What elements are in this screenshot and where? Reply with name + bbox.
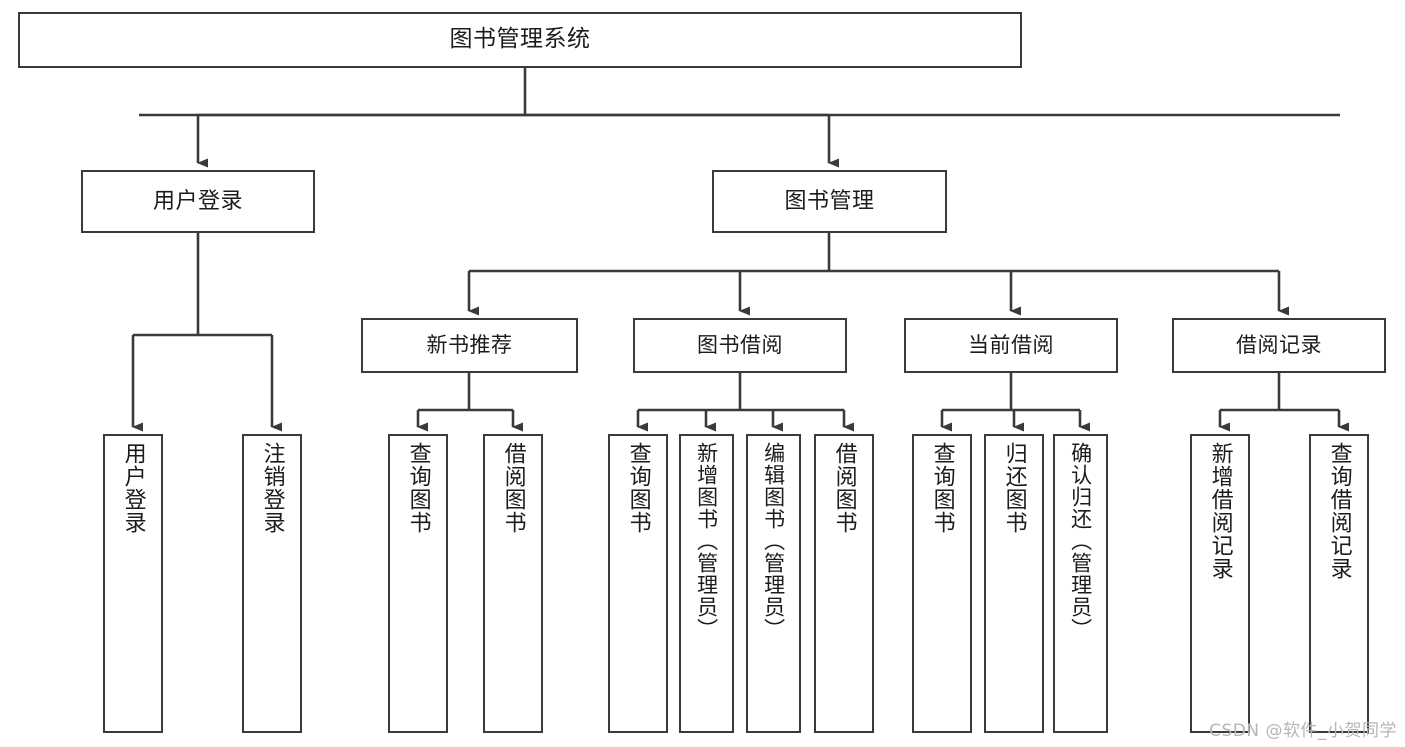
node-root-label: 图书管理系统 (449, 26, 591, 53)
node-borrow-record-label: 借阅记录 (1236, 333, 1322, 358)
node-current-borrow-label: 当前借阅 (968, 333, 1054, 358)
node-add-borrow-record[interactable]: 新增借阅记录 (1190, 434, 1250, 733)
node-new-book-recommend-label: 新书推荐 (426, 333, 513, 358)
node-query-book-current[interactable]: 查询图书 (912, 434, 972, 733)
node-return-book[interactable]: 归还图书 (984, 434, 1044, 733)
node-borrow-book-action-label: 借阅图书 (831, 442, 857, 534)
node-book-management-label: 图书管理 (784, 188, 875, 214)
node-book-borrow-label: 图书借阅 (697, 333, 783, 358)
node-book-borrow[interactable]: 图书借阅 (633, 318, 847, 373)
node-confirm-return-admin-label: 确认归还（管理员） (1068, 442, 1093, 640)
node-root[interactable]: 图书管理系统 (18, 12, 1022, 68)
node-borrow-book-action[interactable]: 借阅图书 (814, 434, 874, 733)
node-query-book-current-label: 查询图书 (929, 442, 955, 534)
node-query-borrow-record[interactable]: 查询借阅记录 (1309, 434, 1369, 733)
node-edit-book-admin[interactable]: 编辑图书（管理员） (746, 434, 801, 733)
node-user-login-action[interactable]: 用户登录 (103, 434, 163, 733)
node-query-book-borrow[interactable]: 查询图书 (608, 434, 668, 733)
node-user-logout-action[interactable]: 注销登录 (242, 434, 302, 733)
node-borrow-book-recommend-label: 借阅图书 (500, 442, 526, 534)
node-user-login-label: 用户登录 (152, 188, 243, 214)
node-query-book-borrow-label: 查询图书 (625, 442, 651, 534)
node-current-borrow[interactable]: 当前借阅 (904, 318, 1118, 373)
node-query-book-recommend-label: 查询图书 (405, 442, 431, 534)
node-return-book-label: 归还图书 (1001, 442, 1027, 534)
node-user-logout-action-label: 注销登录 (259, 442, 285, 534)
node-confirm-return-admin[interactable]: 确认归还（管理员） (1053, 434, 1108, 733)
node-query-borrow-record-label: 查询借阅记录 (1326, 442, 1352, 580)
node-edit-book-admin-label: 编辑图书（管理员） (761, 442, 786, 640)
node-user-login-action-label: 用户登录 (120, 442, 146, 534)
node-borrow-record[interactable]: 借阅记录 (1172, 318, 1386, 373)
node-book-management[interactable]: 图书管理 (712, 170, 947, 233)
csdn-watermark: CSDN @软件_小贺同学 (1209, 721, 1397, 741)
node-query-book-recommend[interactable]: 查询图书 (388, 434, 448, 733)
node-borrow-book-recommend[interactable]: 借阅图书 (483, 434, 543, 733)
node-add-borrow-record-label: 新增借阅记录 (1207, 442, 1233, 580)
node-new-book-recommend[interactable]: 新书推荐 (361, 318, 578, 373)
node-add-book-admin-label: 新增图书（管理员） (694, 442, 719, 640)
node-user-login[interactable]: 用户登录 (81, 170, 315, 233)
node-add-book-admin[interactable]: 新增图书（管理员） (679, 434, 734, 733)
